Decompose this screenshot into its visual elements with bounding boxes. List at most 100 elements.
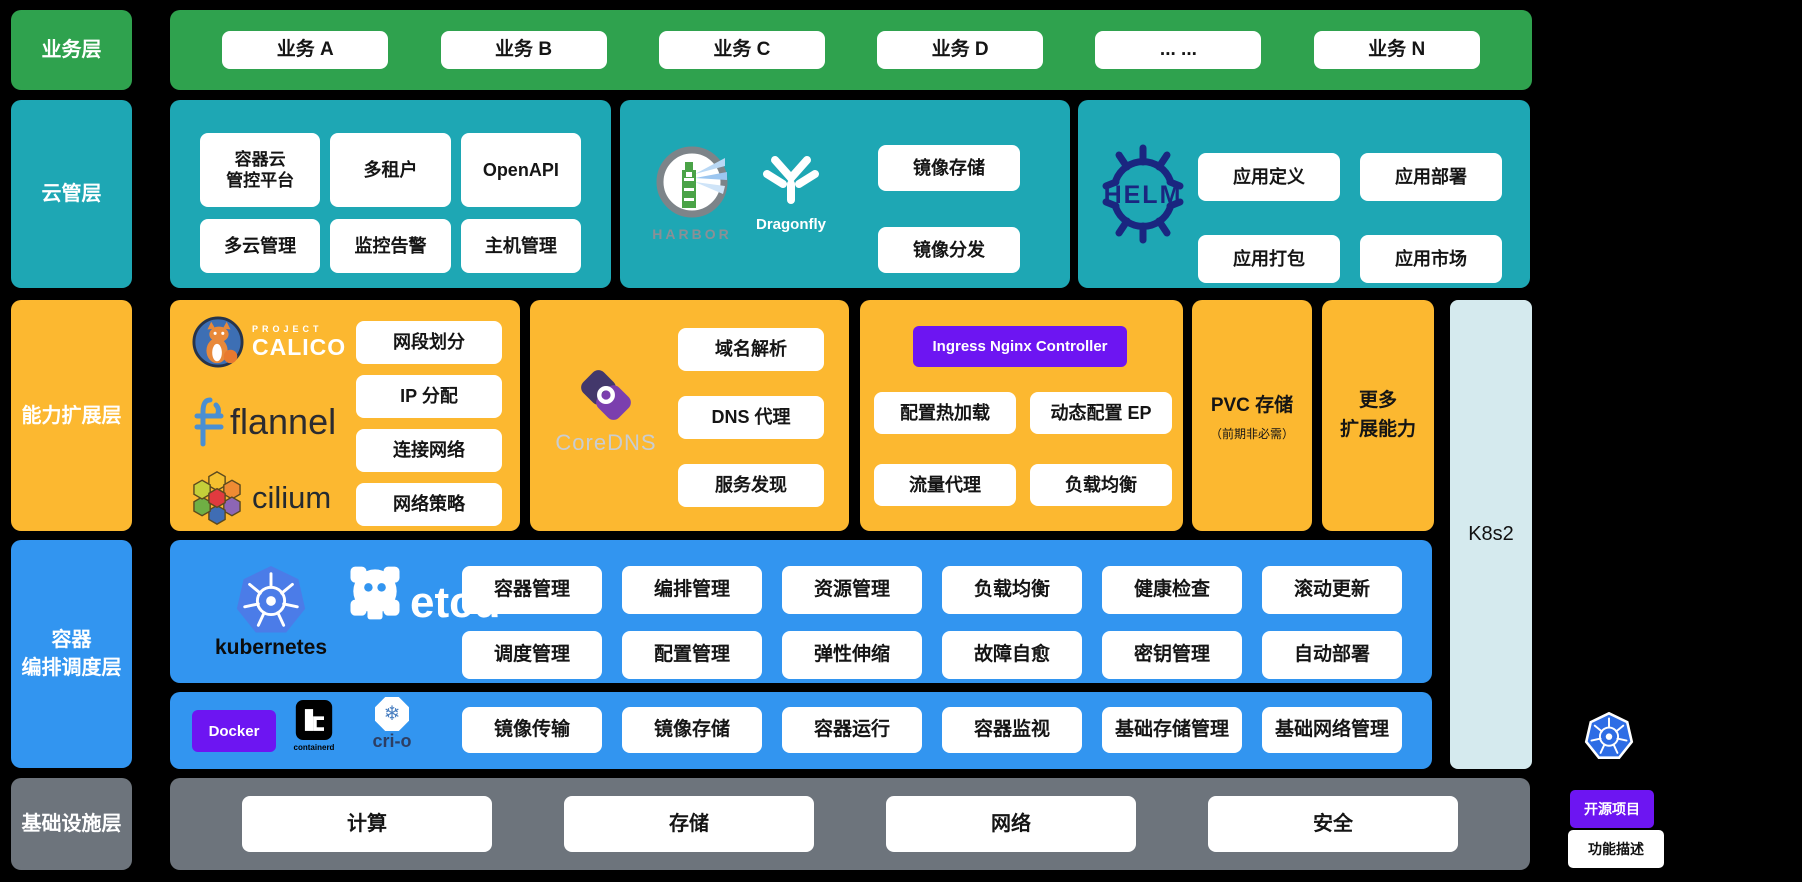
network-capability: 网络策略: [356, 483, 502, 526]
harbor-logo: HARBOR: [650, 144, 734, 242]
helm-capability: 应用部署: [1360, 153, 1502, 201]
containerd-logo: containerd: [290, 698, 338, 752]
ingress-capability: 负载均衡: [1030, 464, 1172, 506]
crio-label: cri-o: [372, 731, 412, 751]
cloud-capability: 主机管理: [460, 219, 581, 273]
pvc-title: PVC 存储: [1210, 394, 1294, 416]
cilium-logo: cilium: [190, 470, 331, 526]
orchestration-capability: 自动部署: [1262, 631, 1402, 679]
infra-item: 计算: [242, 796, 492, 852]
business-item: ... ...: [1095, 31, 1262, 69]
pvc-subtitle: （前期非必需）: [1209, 426, 1294, 441]
k8s2-column: K8s2: [1450, 300, 1532, 769]
orchestration-capability: 滚动更新: [1262, 566, 1402, 614]
flannel-logo: flannel: [194, 396, 336, 448]
ingress-capabilities: 配置热加载 动态配置 EP 流量代理 负载均衡: [874, 392, 1172, 506]
calico-label: CALICO: [252, 333, 347, 360]
orchestration-capability: 配置管理: [622, 631, 762, 679]
helm-capability: 应用打包: [1198, 235, 1340, 283]
ingress-nginx-controller-badge: Ingress Nginx Controller: [913, 326, 1127, 367]
cilium-label: cilium: [252, 480, 332, 515]
layer-label-extension: 能力扩展层: [11, 300, 132, 531]
ingress-capability: 动态配置 EP: [1030, 392, 1172, 434]
coredns-icon: [581, 370, 631, 420]
layer-label-business: 业务层: [11, 10, 132, 90]
runtime-capability: 容器运行: [782, 707, 922, 753]
flannel-icon: [194, 397, 224, 447]
kubernetes-logo: kubernetes: [208, 564, 334, 660]
runtime-capability: 镜像存储: [622, 707, 762, 753]
infrastructure-band: 计算 存储 网络 安全: [170, 778, 1530, 870]
coredns-logo: CoreDNS: [548, 364, 664, 456]
orchestration-capability: 调度管理: [462, 631, 602, 679]
orchestration-capability: 健康检查: [1102, 566, 1242, 614]
pvc-storage-box: PVC 存储 （前期非必需）: [1192, 300, 1312, 531]
flannel-label: flannel: [230, 401, 337, 442]
business-item: 业务 N: [1313, 31, 1480, 69]
helm-capability: 应用市场: [1360, 235, 1502, 283]
business-item: 业务 A: [222, 31, 389, 69]
network-capabilities: 网段划分 IP 分配 连接网络 网络策略: [356, 321, 502, 526]
crio-icon: ❄: [375, 697, 409, 731]
harbor-icon: [656, 146, 728, 218]
cilium-icon: [193, 471, 241, 525]
orchestration-capability: 容器管理: [462, 566, 602, 614]
kubernetes-core-box: kubernetes etcd: [170, 540, 1432, 683]
runtime-capability: 镜像传输: [462, 707, 602, 753]
orchestration-capability: 故障自愈: [942, 631, 1082, 679]
orchestration-capability: 负载均衡: [942, 566, 1082, 614]
business-layer-band: 业务 A 业务 B 业务 C 业务 D ... ... 业务 N: [170, 10, 1532, 90]
dragonfly-logo: Dragonfly: [748, 152, 834, 233]
ingress-capability: 流量代理: [874, 464, 1016, 506]
runtime-capability: 容器监视: [942, 707, 1082, 753]
ingress-box: Ingress Nginx Controller 配置热加载 动态配置 EP 流…: [860, 300, 1183, 531]
layer-label-cloud: 云管层: [11, 100, 132, 288]
kubernetes-label: kubernetes: [214, 636, 328, 659]
ingress-capability: 配置热加载: [874, 392, 1016, 434]
orchestration-capability: 资源管理: [782, 566, 922, 614]
layer-label-orchestration: 容器 编排调度层: [11, 540, 132, 768]
more-extension-box: 更多 扩展能力: [1322, 300, 1434, 531]
docker-badge: Docker: [192, 710, 276, 752]
network-plugins-box: PROJECT CALICO flannel: [170, 300, 520, 531]
orchestration-capabilities: 容器管理 编排管理 资源管理 负载均衡 健康检查 滚动更新 调度管理 配置管理 …: [462, 566, 1402, 679]
helm-icon: HELM: [1102, 144, 1184, 244]
helm-label: HELM: [1104, 181, 1183, 209]
legend-feature-desc: 功能描述: [1568, 830, 1664, 868]
etcd-icon: [350, 566, 400, 620]
legend-open-source: 开源项目: [1570, 790, 1654, 828]
business-item: 业务 B: [440, 31, 607, 69]
dns-capability: 服务发现: [678, 464, 824, 507]
kubernetes-legend-icon: [1584, 712, 1634, 759]
container-runtime-box: Docker containerd ❄ cri-o 镜像传输 镜像存储 容器运行…: [170, 692, 1432, 769]
kubernetes-icon: [236, 565, 306, 633]
orchestration-capability: 编排管理: [622, 566, 762, 614]
calico-icon: [192, 316, 244, 368]
dns-capabilities: 域名解析 DNS 代理 服务发现: [678, 328, 824, 507]
business-item: 业务 D: [877, 31, 1044, 69]
containerd-label: containerd: [293, 743, 335, 752]
containerd-icon: [295, 700, 333, 740]
network-capability: IP 分配: [356, 375, 502, 418]
registry-capability: 镜像存储: [878, 145, 1020, 191]
layer-label-infrastructure: 基础设施层: [11, 778, 132, 870]
cloud-platform-box: 容器云 管控平台 多租户 OpenAPI 多云管理 监控告警 主机管理: [170, 100, 611, 288]
cloud-capability: 多云管理: [200, 219, 321, 273]
cloud-capability: OpenAPI: [460, 133, 581, 207]
cloud-capability: 容器云 管控平台: [200, 133, 321, 207]
helm-box: HELM 应用定义 应用部署 应用打包 应用市场: [1078, 100, 1530, 288]
network-capability: 网段划分: [356, 321, 502, 364]
cloud-capability: 监控告警: [330, 219, 451, 273]
helm-capability: 应用定义: [1198, 153, 1340, 201]
orchestration-capability: 弹性伸缩: [782, 631, 922, 679]
crio-logo: ❄ cri-o: [362, 697, 422, 752]
network-capability: 连接网络: [356, 429, 502, 472]
infra-item: 安全: [1208, 796, 1458, 852]
runtime-capabilities: 镜像传输 镜像存储 容器运行 容器监视 基础存储管理 基础网络管理: [462, 707, 1402, 753]
orchestration-capability: 密钥管理: [1102, 631, 1242, 679]
infra-item: 网络: [886, 796, 1136, 852]
registry-capability: 镜像分发: [878, 227, 1020, 273]
business-item: 业务 C: [658, 31, 825, 69]
runtime-capability: 基础存储管理: [1102, 707, 1242, 753]
